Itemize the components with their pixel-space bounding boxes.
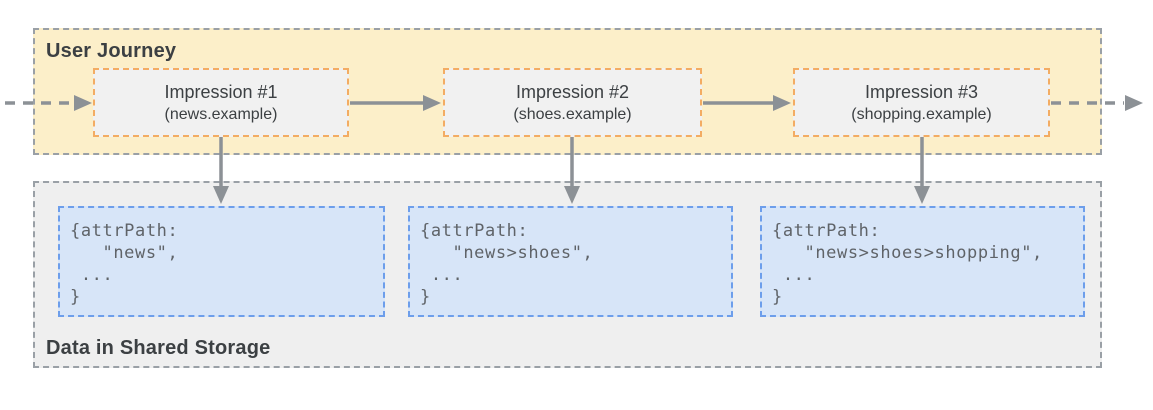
impression-2-title: Impression #2	[515, 81, 630, 102]
storage-entry-2: {attrPath: "news>shoes", ... }	[408, 206, 733, 317]
impression-1-title: Impression #1	[164, 81, 278, 102]
storage-entry-3: {attrPath: "news>shoes>shopping", ... }	[760, 206, 1085, 317]
impression-3-box: Impression #3 (shopping.example)	[793, 68, 1050, 137]
impression-3-domain: (shopping.example)	[851, 105, 992, 123]
impression-3-title: Impression #3	[864, 81, 979, 102]
impression-1-domain: (news.example)	[164, 105, 278, 123]
user-journey-label: User Journey	[46, 40, 177, 62]
impression-2-domain: (shoes.example)	[513, 105, 632, 123]
shared-storage-label: Data in Shared Storage	[46, 337, 271, 359]
impression-2-box: Impression #2 (shoes.example)	[443, 68, 702, 137]
storage-entry-1: {attrPath: "news", ... }	[58, 206, 385, 317]
impression-1-box: Impression #1 (news.example)	[93, 68, 349, 137]
